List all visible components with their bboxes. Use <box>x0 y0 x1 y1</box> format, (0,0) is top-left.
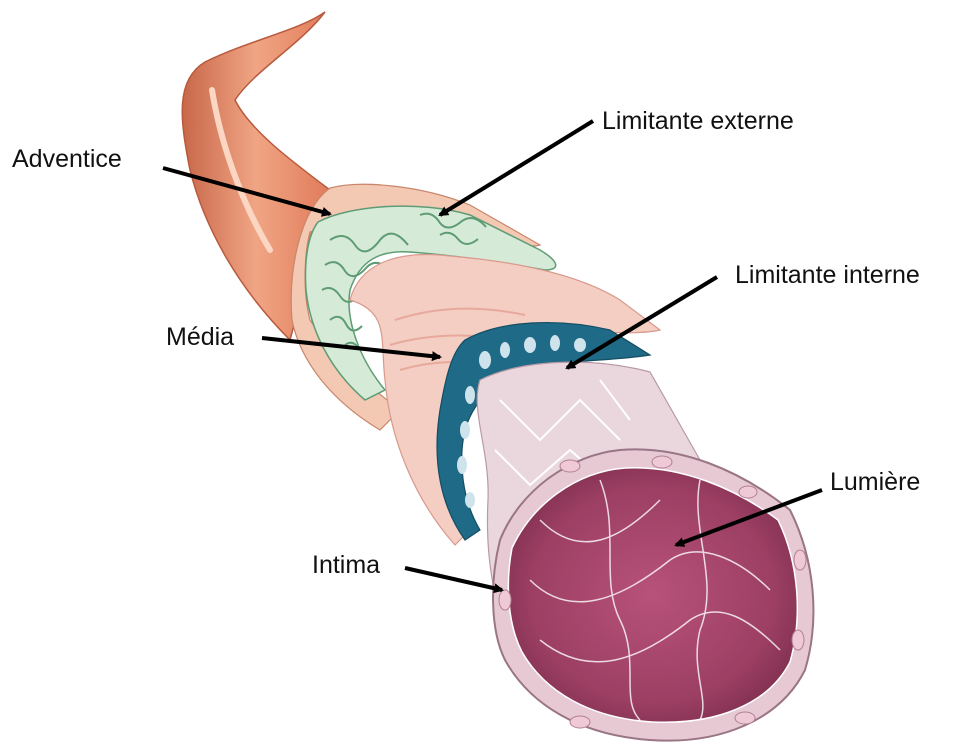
label-limitante-externe: Limitante externe <box>602 109 794 134</box>
limitante-externe-arrow <box>440 121 593 215</box>
label-lumiere: Lumière <box>830 470 920 495</box>
intima-arrow <box>405 568 502 590</box>
label-adventice: Adventice <box>12 147 122 172</box>
label-limitante-interne: Limitante interne <box>735 263 920 288</box>
label-media: Média <box>166 325 234 350</box>
label-intima: Intima <box>312 553 380 578</box>
